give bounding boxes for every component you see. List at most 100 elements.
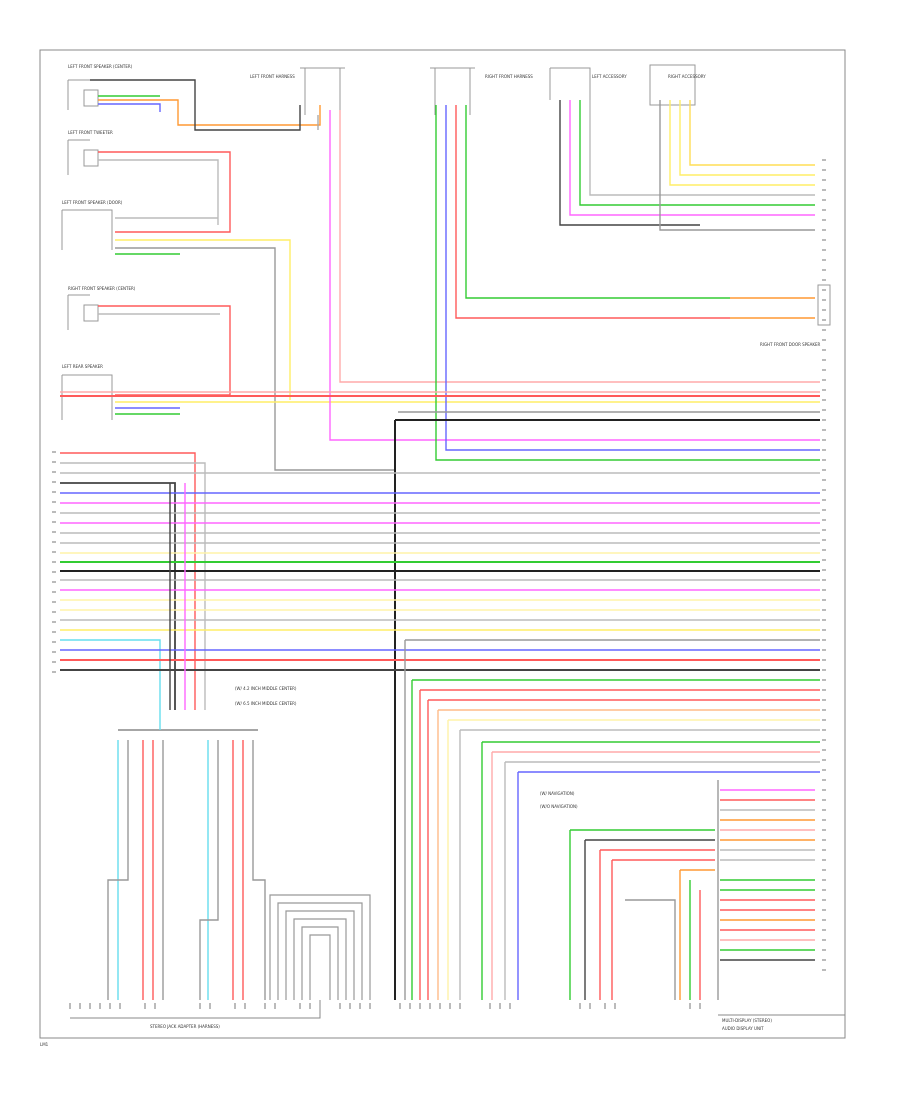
terminal-tick — [822, 219, 826, 221]
terminal-tick — [822, 949, 826, 951]
terminal-tick — [822, 849, 826, 851]
terminal-tick — [52, 451, 56, 453]
note-3: (W/ NAVIGATION) — [540, 791, 575, 796]
terminal-tick — [154, 1003, 156, 1009]
terminal-tick — [822, 329, 826, 331]
terminal-tick — [822, 969, 826, 971]
terminal-tick — [822, 189, 826, 191]
top-connector-3 — [549, 67, 591, 100]
bottom-right-label-1: MULTI-DISPLAY (STEREO) — [722, 1018, 772, 1023]
terminal-tick — [509, 1003, 511, 1009]
terminal-tick — [52, 661, 56, 663]
terminal-tick — [52, 461, 56, 463]
terminal-tick — [109, 1003, 111, 1009]
terminal-tick — [144, 1003, 146, 1009]
note-2: (W/ 6.5 INCH MIDDLE CENTER) — [235, 701, 297, 706]
terminal-tick — [339, 1003, 341, 1009]
terminal-tick — [604, 1003, 606, 1009]
top-connector-1 — [300, 67, 345, 115]
terminal-tick — [52, 491, 56, 493]
terminal-tick — [822, 929, 826, 931]
terminal-tick — [349, 1003, 351, 1009]
terminal-tick — [822, 639, 826, 641]
terminal-tick — [429, 1003, 431, 1009]
terminal-tick — [822, 599, 826, 601]
terminal-tick — [52, 551, 56, 553]
terminal-tick — [822, 369, 826, 371]
terminal-tick — [359, 1003, 361, 1009]
top-connector-4 — [649, 64, 696, 106]
left-front-tweeter-label: LEFT FRONT TWEETER — [68, 130, 113, 135]
terminal-tick — [209, 1003, 211, 1009]
note-4: (W/O NAVIGATION) — [540, 804, 578, 809]
terminal-tick — [822, 829, 826, 831]
terminal-tick — [199, 1003, 201, 1009]
terminal-tick — [52, 641, 56, 643]
terminal-tick — [822, 909, 826, 911]
terminal-tick — [69, 1003, 71, 1009]
terminal-tick — [822, 609, 826, 611]
terminal-tick — [52, 651, 56, 653]
terminal-tick — [822, 269, 826, 271]
left-front-speaker-label: LEFT FRONT SPEAKER (CENTER) — [68, 64, 133, 69]
terminal-tick — [822, 409, 826, 411]
terminal-tick — [822, 509, 826, 511]
terminal-tick — [822, 389, 826, 391]
right-terminal-ticks — [822, 159, 826, 971]
terminal-tick — [822, 399, 826, 401]
terminal-tick — [419, 1003, 421, 1009]
terminal-tick — [822, 619, 826, 621]
right-accessory-label: RIGHT ACCESSORY — [668, 74, 706, 79]
terminal-tick — [822, 869, 826, 871]
terminal-tick — [822, 679, 826, 681]
terminal-tick — [439, 1003, 441, 1009]
terminal-tick — [822, 299, 826, 301]
main-bus — [60, 391, 820, 1000]
terminal-tick — [822, 309, 826, 311]
terminal-tick — [822, 229, 826, 231]
terminal-tick — [234, 1003, 236, 1009]
terminal-tick — [822, 799, 826, 801]
terminal-tick — [52, 521, 56, 523]
terminal-tick — [822, 879, 826, 881]
terminal-tick — [822, 789, 826, 791]
terminal-tick — [822, 739, 826, 741]
terminal-tick — [822, 259, 826, 261]
terminal-tick — [822, 819, 826, 821]
terminal-tick — [264, 1003, 266, 1009]
terminal-tick — [822, 519, 826, 521]
right-front-harness-label: RIGHT FRONT HARNESS — [485, 74, 533, 79]
terminal-tick — [822, 779, 826, 781]
terminal-tick — [449, 1003, 451, 1009]
terminal-tick — [822, 809, 826, 811]
terminal-tick — [822, 239, 826, 241]
left-front-harness-label: LEFT FRONT HARNESS — [250, 74, 295, 79]
right-front-speaker-label: RIGHT FRONT SPEAKER (CENTER) — [68, 286, 136, 291]
terminal-tick — [699, 1003, 701, 1009]
stereo-jack-bracket — [70, 1000, 321, 1019]
terminal-tick — [822, 379, 826, 381]
note-1: (W/ 4.2 INCH MIDDLE CENTER) — [235, 686, 297, 691]
terminal-tick — [244, 1003, 246, 1009]
terminal-tick — [822, 489, 826, 491]
terminal-tick — [274, 1003, 276, 1009]
terminal-tick — [369, 1003, 371, 1009]
terminal-tick — [52, 531, 56, 533]
terminal-tick — [822, 579, 826, 581]
terminal-tick — [52, 631, 56, 633]
terminal-tick — [822, 919, 826, 921]
terminal-tick — [822, 589, 826, 591]
terminal-tick — [822, 469, 826, 471]
terminal-tick — [822, 889, 826, 891]
terminal-tick — [52, 601, 56, 603]
terminal-tick — [822, 359, 826, 361]
terminal-tick — [822, 709, 826, 711]
diagram-frame — [39, 49, 846, 1039]
terminal-tick — [822, 769, 826, 771]
terminal-tick — [299, 1003, 301, 1009]
terminal-tick — [822, 209, 826, 211]
terminal-tick — [822, 859, 826, 861]
terminal-tick — [822, 289, 826, 291]
terminal-tick — [822, 659, 826, 661]
